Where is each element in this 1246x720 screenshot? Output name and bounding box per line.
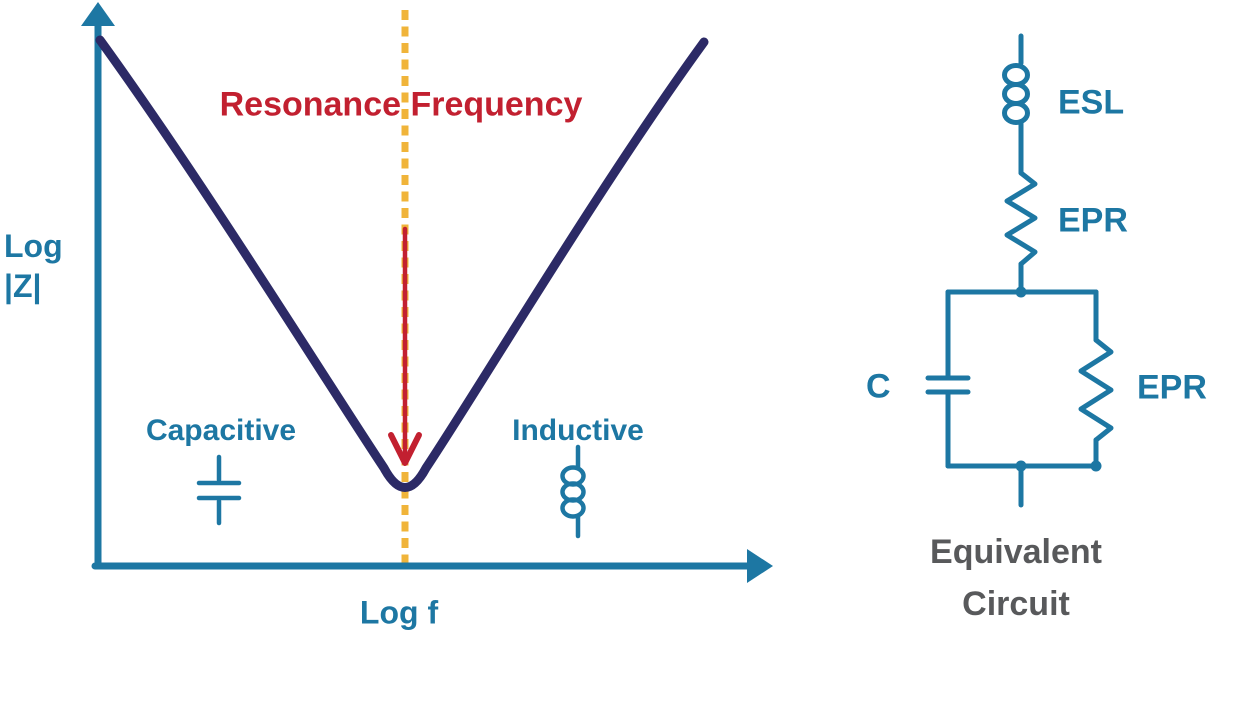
resonance-arrowhead-icon — [388, 432, 422, 466]
y-axis-label-line1: Log — [4, 228, 63, 264]
junction-dot — [1090, 460, 1102, 472]
esl-inductor-icon — [1002, 63, 1030, 125]
parallel-resistor-icon — [1078, 289, 1114, 469]
y-axis-label: Log |Z| — [4, 226, 63, 306]
x-axis-label: Log f — [359, 594, 439, 631]
c-label: C — [866, 367, 891, 406]
x-axis — [91, 549, 773, 583]
junction-dot — [1015, 460, 1027, 472]
x-axis-arrowhead-icon — [747, 549, 773, 583]
parallel-epr-label: EPR — [1137, 368, 1207, 407]
caption-line2: Circuit — [962, 585, 1070, 623]
y-axis — [81, 2, 115, 568]
resonance-frequency-label: Resonance Frequency — [219, 85, 583, 124]
caption-line1: Equivalent — [930, 533, 1102, 571]
equivalent-circuit-caption: Equivalent Circuit — [930, 526, 1102, 630]
inductor-icon — [560, 444, 586, 539]
y-axis-label-line2: |Z| — [4, 268, 42, 304]
esl-label: ESL — [1058, 83, 1125, 122]
capacitive-region-label: Capacitive — [145, 414, 297, 447]
series-resistor-icon — [1004, 170, 1038, 267]
series-epr-label: EPR — [1058, 201, 1128, 240]
equivalent-circuit — [925, 33, 1114, 508]
c-capacitor-icon — [925, 289, 971, 469]
inductive-region-label: Inductive — [512, 414, 644, 447]
junction-dot — [1015, 286, 1027, 298]
capacitor-icon — [196, 454, 242, 526]
y-axis-arrowhead-icon — [81, 2, 115, 26]
resonance-arrow — [388, 226, 422, 466]
impedance-curve — [95, 35, 709, 492]
